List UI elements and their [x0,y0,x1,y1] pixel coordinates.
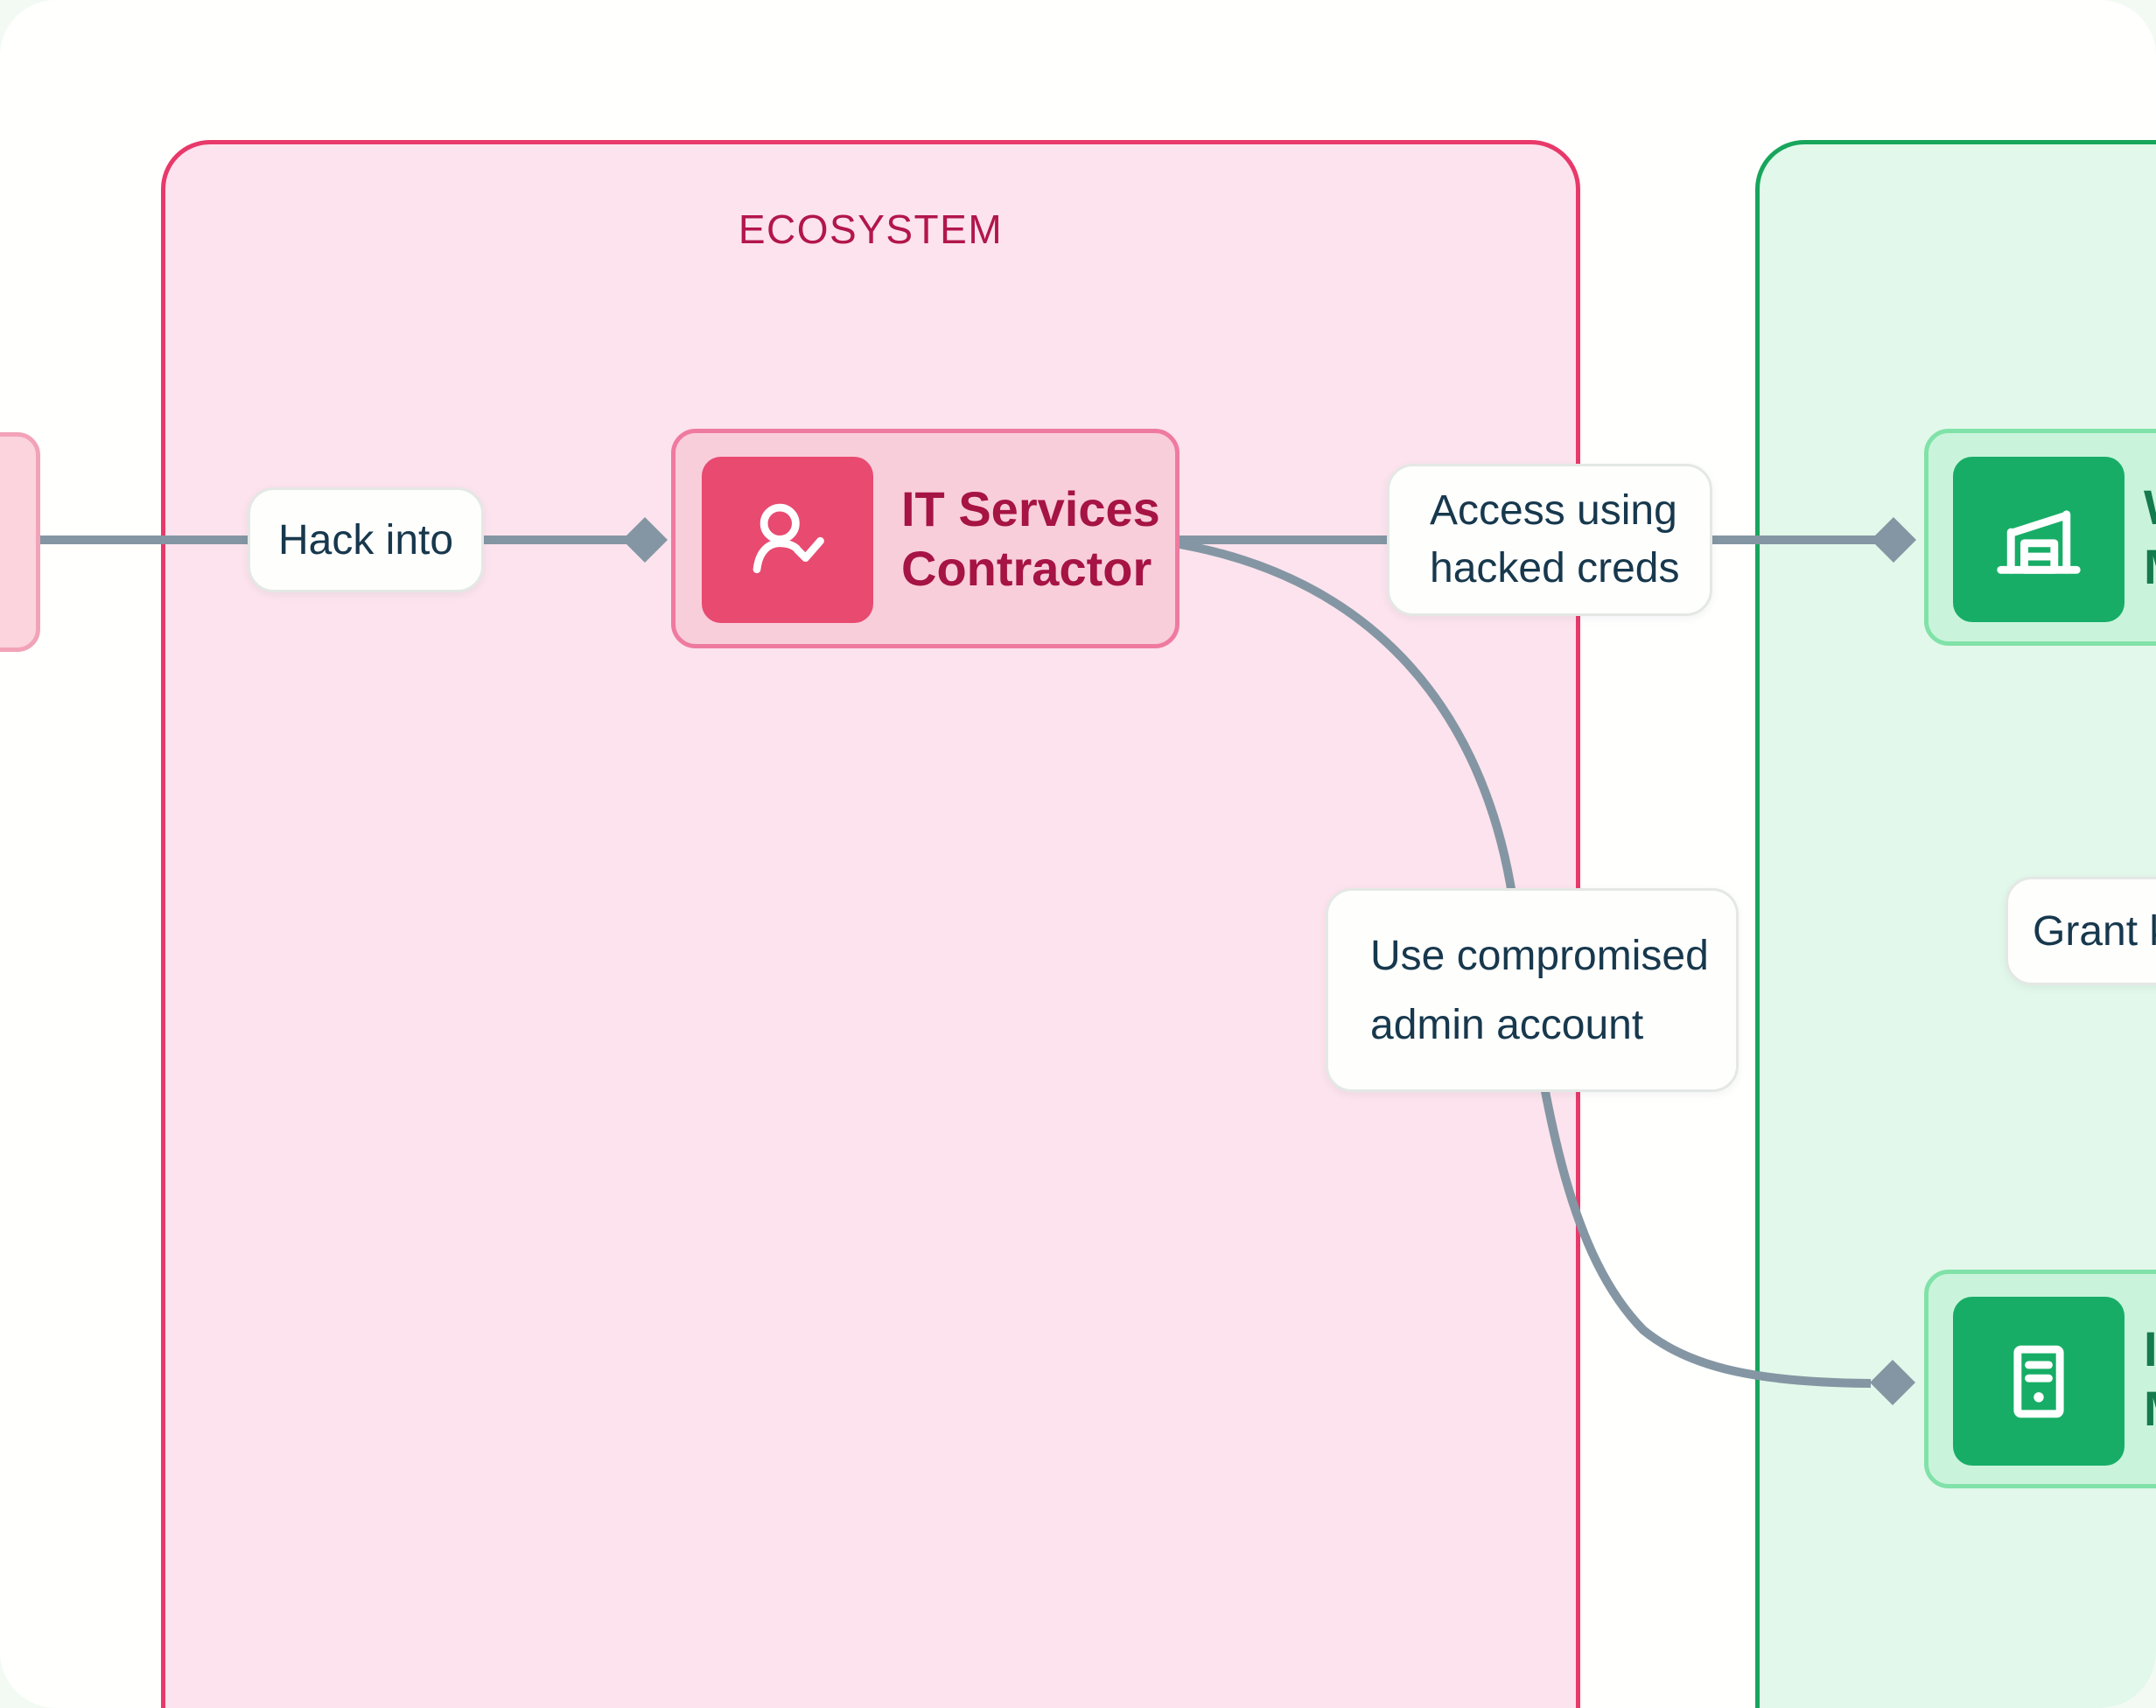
edge-label-hack-into[interactable]: Hack into [248,487,484,592]
edge-label-access-creds[interactable]: Access using hacked creds [1387,464,1712,616]
node-label: W M [2144,478,2156,597]
node-label-line1: W [2144,478,2156,537]
node-label-line1: I [2144,1321,2156,1376]
warehouse-icon [1953,457,2124,622]
edge-label-grant[interactable]: Grant k [2006,877,2156,985]
node-label-line2: M [2144,1379,2156,1438]
person-check-icon [702,457,873,623]
ecosystem-container-title: ECOSYSTEM [738,206,1004,252]
node-label-line2: Contractor [901,540,1152,596]
edge-label-text-line1: Access using [1430,487,1677,534]
node-label: IT Services Contractor [901,480,1160,598]
edge-label-text: Hack into [277,516,454,564]
node-it-services-contractor[interactable]: IT Services Contractor [671,429,1180,648]
edge-label-text-line2: hacked creds [1430,545,1680,592]
edge-label-text-line2: admin account [1370,1001,1644,1048]
node-label-line1: IT Services [901,480,1160,536]
server-icon [1953,1297,2124,1466]
node-warehouse[interactable]: W M [1924,429,2156,646]
node-server[interactable]: I M [1924,1270,2156,1488]
node-label-line2: M [2144,537,2156,597]
edge-label-text: Grant k [2033,907,2156,955]
edge-label-text-line1: Use compromised [1370,932,1709,979]
node-partial-left[interactable] [0,432,40,652]
edge-label-use-admin[interactable]: Use compromised admin account [1326,888,1739,1092]
node-label: I M [2144,1320,2156,1438]
